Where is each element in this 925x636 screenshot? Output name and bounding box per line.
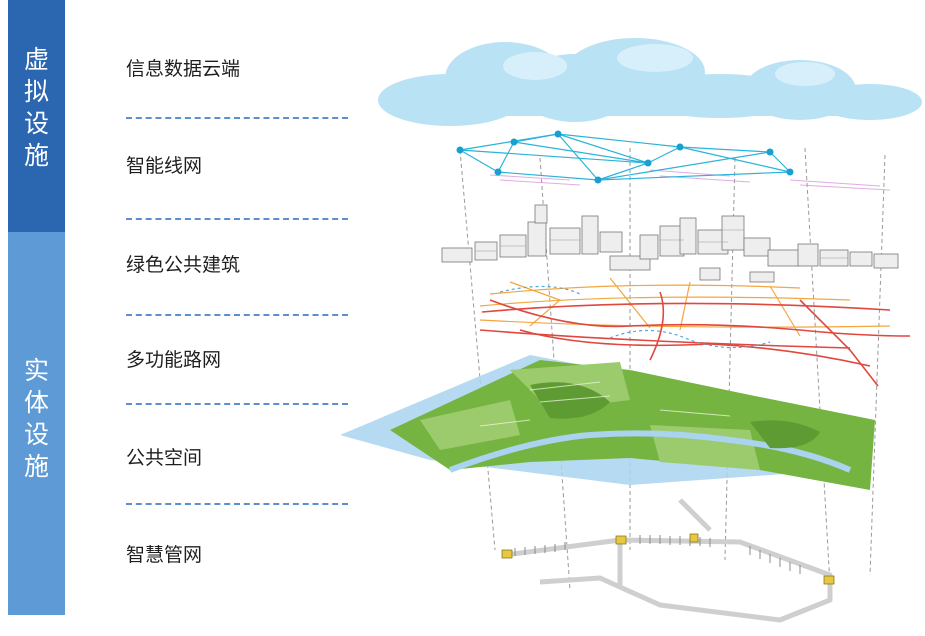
smart-network-layer <box>456 130 891 191</box>
layer-label-public-space: 公共空间 <box>126 447 203 469</box>
layer-separator <box>126 218 348 220</box>
smart-pipe-layer <box>504 498 833 623</box>
layer-label-smart-pipe: 智慧管网 <box>126 544 203 566</box>
smart-pipe-ticks <box>514 535 801 574</box>
pipe-nodes <box>501 533 835 585</box>
virtual-facilities-label: 虚 拟 设 施 <box>23 45 49 170</box>
virtual-facilities-band: 虚 拟 设 施 <box>8 0 65 232</box>
layer-label-cloud: 信息数据云端 <box>126 58 241 80</box>
layered-city-illustration <box>330 30 925 636</box>
layer-separator <box>126 503 348 505</box>
layer-label-smart-network: 智能线网 <box>126 155 203 177</box>
layer-separator <box>126 117 348 119</box>
road-network-layer <box>479 277 911 387</box>
layer-label-road-network: 多功能路网 <box>126 349 222 371</box>
physical-facilities-label: 实 体 设 施 <box>23 356 49 481</box>
physical-facilities-band: 实 体 设 施 <box>8 232 65 615</box>
layer-separator <box>126 403 348 405</box>
layer-label-green-buildings: 绿色公共建筑 <box>126 254 241 276</box>
public-space-layer <box>340 355 875 490</box>
layer-separator <box>126 314 348 316</box>
green-buildings-layer <box>441 204 899 283</box>
